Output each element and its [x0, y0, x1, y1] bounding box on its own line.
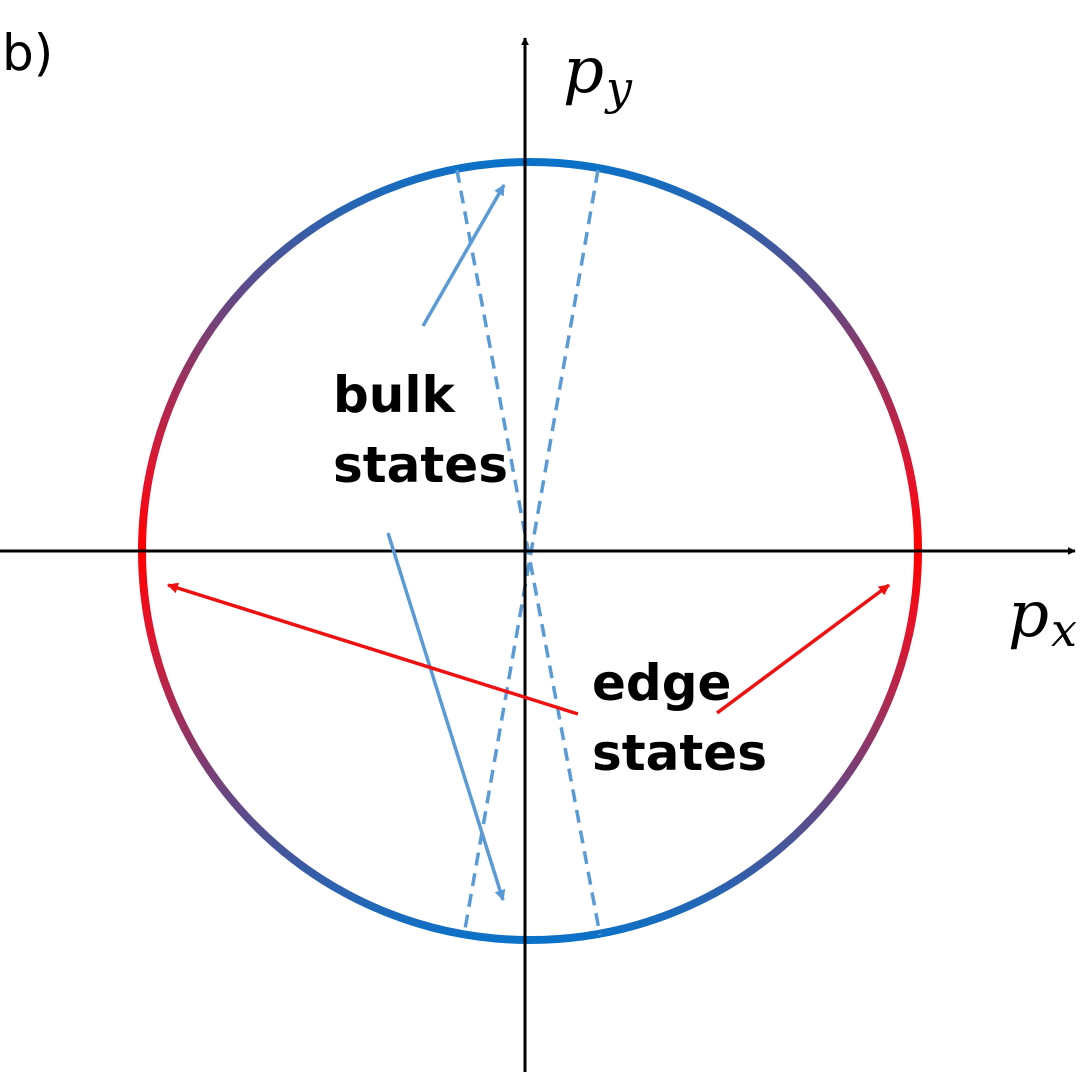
panel-label: b)	[2, 24, 53, 82]
x-axis-label-main: p	[1008, 578, 1049, 652]
bulk-states-label-line2: states	[333, 436, 508, 494]
y-axis-label-main: p	[563, 34, 604, 108]
x-axis-label-sub: x	[1051, 603, 1077, 657]
x-axis-label: px	[1008, 578, 1077, 657]
bulk-arrow-up	[421, 184, 506, 327]
edge-states-label-line1: edge	[592, 654, 731, 712]
edge-states-label-line2: states	[592, 724, 767, 782]
edge-arrow-left	[166, 582, 579, 716]
edge-arrow-right	[715, 583, 891, 715]
bulk-states-label-line1: bulk	[333, 366, 457, 424]
bulk-arrow-down	[386, 532, 506, 902]
y-axis-label: py	[563, 34, 633, 115]
y-axis-label-sub: y	[604, 61, 633, 115]
